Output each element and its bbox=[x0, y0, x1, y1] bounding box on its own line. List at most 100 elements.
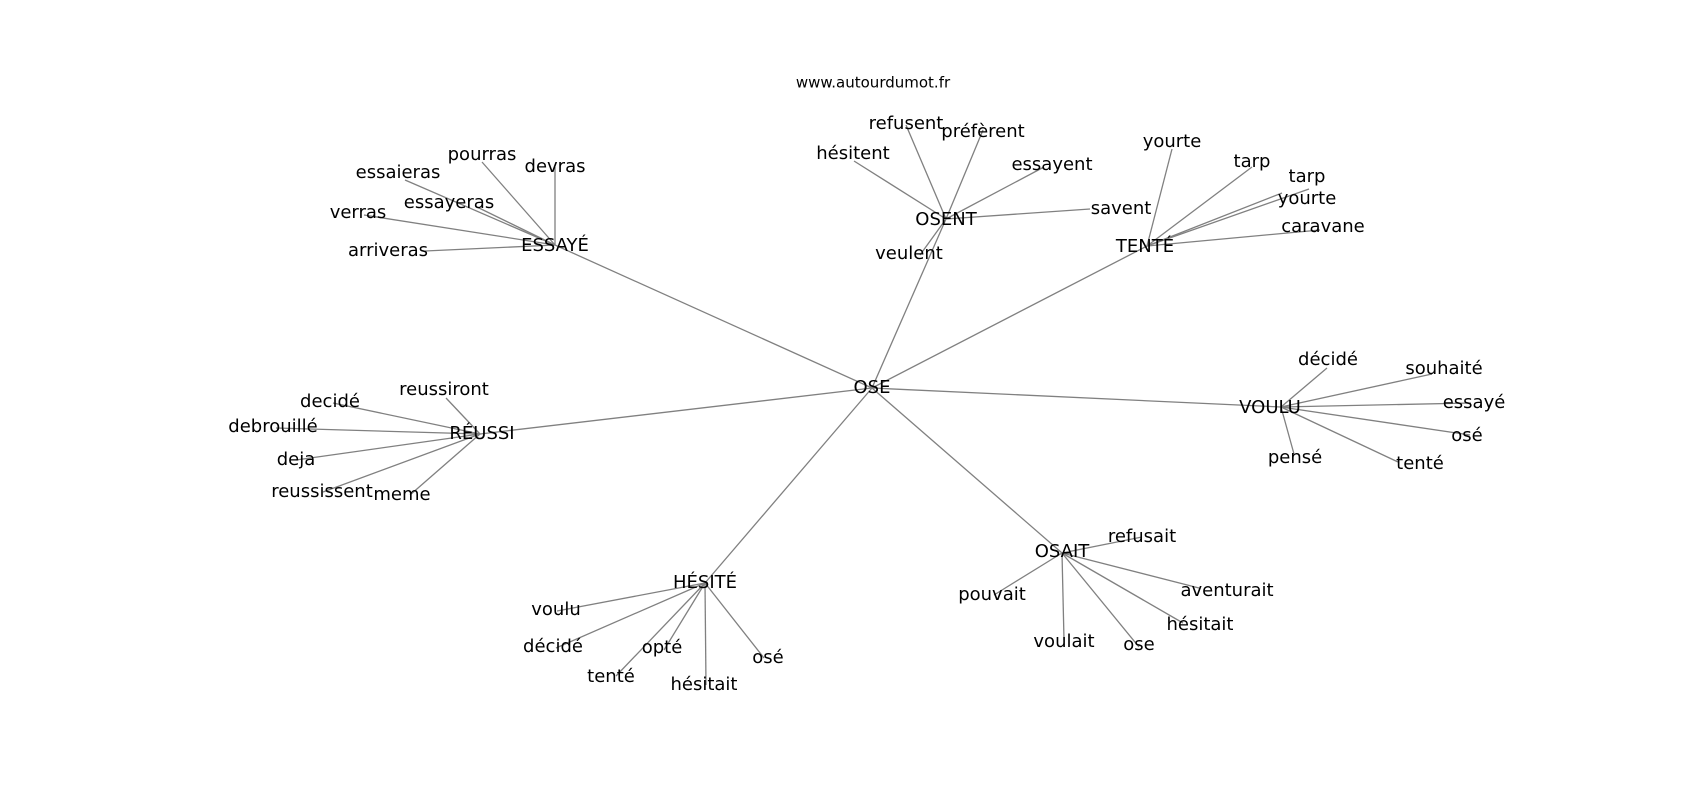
leaf-node-devras: devras bbox=[525, 156, 586, 177]
leaf-node-meme: meme bbox=[373, 484, 430, 505]
hub-node-osait: OSAIT bbox=[1035, 541, 1091, 562]
leaf-node-decide: décidé bbox=[1298, 349, 1358, 370]
edge-hesite-ose bbox=[704, 582, 765, 659]
edge-voulu-tente bbox=[1280, 406, 1399, 463]
edge-osent-savent bbox=[945, 208, 1091, 220]
leaf-node-pourras: pourras bbox=[448, 144, 517, 165]
leaf-node-hesitait: hésitait bbox=[1166, 614, 1233, 635]
edge-essaye-pourras bbox=[481, 161, 556, 246]
edge-osent-refusent bbox=[905, 124, 947, 220]
edge-essaye-verras bbox=[363, 214, 556, 246]
leaf-node-tente: tenté bbox=[587, 666, 635, 687]
leaf-node-souhaite: souhaité bbox=[1405, 358, 1482, 379]
leaf-node-essaye: essayé bbox=[1443, 392, 1506, 413]
leaf-node-tente: tenté bbox=[1396, 453, 1444, 474]
leaf-node-opte: opté bbox=[642, 637, 683, 658]
edge-reussi-meme bbox=[409, 433, 481, 496]
edge-osait-pouvait bbox=[993, 552, 1063, 596]
edge-tente-tarp bbox=[1146, 192, 1283, 247]
edge-essaye-essayeras bbox=[476, 206, 556, 246]
hub-node-osent: OSENT bbox=[915, 209, 977, 230]
hub-node-tente: TENTÉ bbox=[1115, 235, 1174, 257]
leaf-node-veulent: veulent bbox=[875, 243, 943, 264]
leaf-node-debrouille: debrouillé bbox=[228, 416, 317, 437]
leaf-node-deja: deja bbox=[277, 449, 316, 470]
edge-center-osait bbox=[871, 387, 1063, 554]
edge-hesite-voulu bbox=[556, 582, 706, 612]
graph-nodes: OSE ESSAYÉ pourras devras essaieras essayeras… bbox=[228, 113, 1505, 695]
edge-essaye-arriveras bbox=[424, 244, 556, 252]
edge-center-osent bbox=[871, 218, 947, 389]
edge-voulu-essaye bbox=[1280, 402, 1472, 408]
center-node-label: OSE bbox=[854, 377, 891, 398]
leaf-node-savent: savent bbox=[1091, 198, 1152, 219]
leaf-node-yourte: yourte bbox=[1143, 131, 1202, 152]
edge-reussi-deja bbox=[295, 433, 481, 461]
leaf-node-essaieras: essaieras bbox=[356, 162, 441, 183]
edge-osait-aventurait bbox=[1061, 552, 1200, 589]
edge-reussi-reussissent bbox=[322, 433, 481, 493]
leaf-node-essayeras: essayeras bbox=[404, 192, 494, 213]
leaf-node-decide: decidé bbox=[300, 391, 360, 412]
graph-edges bbox=[275, 124, 1472, 686]
edge-voulu-decide bbox=[1280, 367, 1328, 408]
edge-center-essaye bbox=[554, 244, 873, 389]
edge-center-hesite bbox=[704, 387, 873, 584]
edge-essaye-essaieras bbox=[404, 179, 556, 246]
edge-hesite-opte bbox=[663, 582, 706, 651]
leaf-node-verras: verras bbox=[330, 202, 387, 223]
edge-voulu-ose bbox=[1280, 406, 1471, 436]
leaf-node-voulu: voulu bbox=[531, 599, 580, 620]
edge-center-tente bbox=[871, 245, 1148, 389]
leaf-node-voulait: voulait bbox=[1033, 631, 1094, 652]
edge-tente-yourte bbox=[1146, 148, 1173, 247]
edge-tente-tarp bbox=[1146, 166, 1253, 247]
edge-hesite-hesitait bbox=[704, 582, 707, 686]
leaf-node-ose: osé bbox=[1451, 425, 1482, 446]
leaf-node-aventurait: aventurait bbox=[1180, 580, 1273, 601]
edge-osent-preferent bbox=[945, 129, 984, 220]
leaf-node-ose: osé bbox=[752, 647, 783, 668]
edge-reussi-reussiront bbox=[445, 397, 481, 435]
hub-node-voulu: VOULU bbox=[1239, 397, 1301, 418]
watermark-text: www.autourdumot.fr bbox=[796, 74, 951, 92]
leaf-node-caravane: caravane bbox=[1281, 216, 1365, 237]
leaf-node-refusent: refusent bbox=[869, 113, 944, 134]
leaf-node-hesitait: hésitait bbox=[670, 674, 737, 695]
hub-node-reussi: RÉUSSI bbox=[449, 422, 514, 444]
edge-osent-hesitent bbox=[853, 160, 947, 220]
leaf-node-tarp: tarp bbox=[1234, 151, 1271, 172]
leaf-node-hesitent: hésitent bbox=[816, 143, 889, 164]
edge-osait-refusait bbox=[1061, 536, 1143, 554]
edge-hesite-tente bbox=[615, 582, 706, 677]
leaf-node-reussissent: reussissent bbox=[271, 481, 373, 502]
edge-osent-veulent bbox=[919, 218, 947, 256]
edge-osent-essayent bbox=[945, 166, 1045, 220]
leaf-node-tarp: tarp bbox=[1289, 166, 1326, 187]
leaf-node-preferent: préfèrent bbox=[941, 121, 1024, 142]
leaf-node-pense: pensé bbox=[1268, 447, 1322, 468]
edge-center-voulu bbox=[871, 387, 1282, 408]
edge-tente-caravane bbox=[1146, 229, 1321, 247]
edge-osait-voulait bbox=[1061, 552, 1065, 641]
hub-node-essaye: ESSAYÉ bbox=[521, 234, 589, 256]
edge-center-reussi bbox=[479, 387, 873, 435]
edge-voulu-pense bbox=[1280, 406, 1295, 455]
edge-tente-yourte bbox=[1146, 188, 1310, 247]
edge-osait-ose bbox=[1061, 552, 1140, 648]
leaf-node-reussiront: reussiront bbox=[399, 379, 489, 400]
edge-reussi-debrouille bbox=[275, 427, 481, 435]
hub-node-hesite: HÉSITÉ bbox=[673, 571, 737, 593]
leaf-node-refusait: refusait bbox=[1108, 526, 1176, 547]
edge-reussi-decide bbox=[332, 402, 481, 435]
edge-hesite-decide bbox=[555, 582, 706, 649]
edge-osait-hesitait bbox=[1061, 552, 1184, 624]
leaf-node-essayent: essayent bbox=[1011, 154, 1092, 175]
leaf-node-yourte: yourte bbox=[1278, 188, 1337, 209]
leaf-node-decide: décidé bbox=[523, 636, 583, 657]
edge-voulu-souhaite bbox=[1280, 373, 1433, 408]
leaf-node-pouvait: pouvait bbox=[958, 584, 1026, 605]
leaf-node-arriveras: arriveras bbox=[348, 240, 428, 261]
leaf-node-ose: ose bbox=[1123, 634, 1154, 655]
